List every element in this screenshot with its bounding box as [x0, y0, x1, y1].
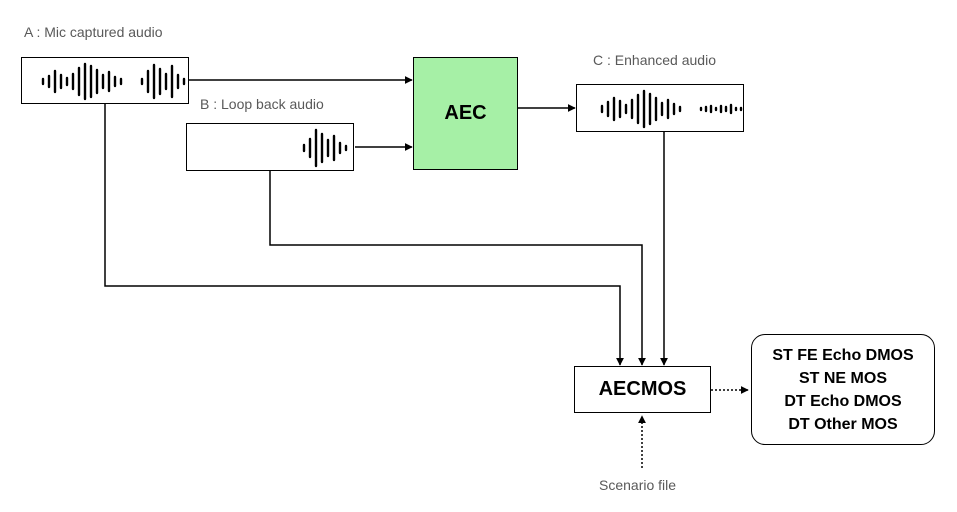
output-metrics-box: ST FE Echo DMOS ST NE MOS DT Echo DMOS D…	[751, 334, 935, 445]
mic-captured-audio-box	[21, 57, 189, 104]
aec-block: AEC	[413, 57, 518, 170]
waveform-icon	[302, 128, 348, 168]
scenario-file-label: Scenario file	[599, 477, 677, 493]
waveform-icon	[41, 62, 186, 101]
waveform-icon	[600, 89, 743, 129]
enhanced-audio-box	[576, 84, 744, 132]
metric-dt-other-mos: DT Other MOS	[788, 415, 898, 433]
arrow-mic-to-aecmos	[104, 104, 624, 366]
loop-back-audio-label: B : Loop back audio	[200, 96, 324, 112]
enhanced-audio-label: C : Enhanced audio	[593, 52, 716, 68]
aecmos-block: AECMOS	[574, 366, 711, 413]
arrow-loopback-to-aecmos	[269, 171, 646, 366]
metric-dt-echo-dmos: DT Echo DMOS	[784, 392, 902, 410]
loop-back-audio-box	[186, 123, 354, 171]
metric-st-fe-echo-dmos: ST FE Echo DMOS	[772, 346, 914, 364]
mic-captured-audio-label: A : Mic captured audio	[24, 24, 163, 40]
metric-st-ne-mos: ST NE MOS	[798, 369, 887, 387]
